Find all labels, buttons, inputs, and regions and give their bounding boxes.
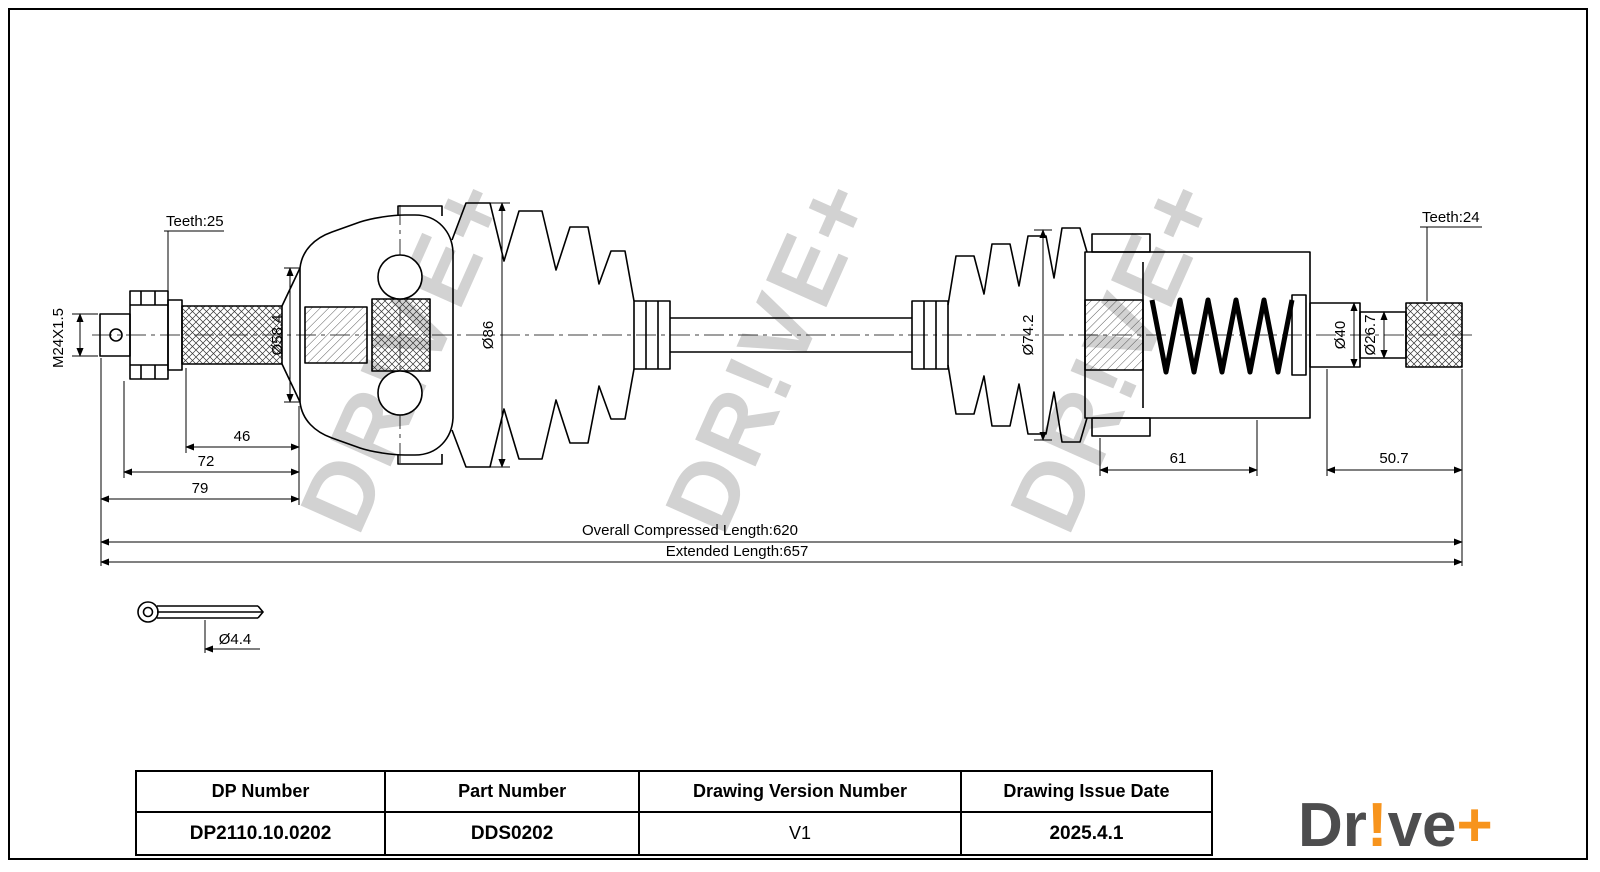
brand-logo-suffix: ve bbox=[1387, 791, 1457, 860]
title-block-header-issue-date: Drawing Issue Date bbox=[961, 772, 1211, 813]
brand-logo-exclamation: ! bbox=[1366, 791, 1388, 860]
title-block-value-dp-number: DP2110.10.0202 bbox=[137, 813, 387, 854]
label-len-46: 46 bbox=[234, 428, 251, 445]
label-teeth-left: Teeth:25 bbox=[166, 213, 224, 230]
title-block-value-issue-date: 2025.4.1 bbox=[1049, 822, 1124, 844]
label-len-79: 79 bbox=[192, 480, 209, 497]
label-len-61: 61 bbox=[1170, 450, 1187, 467]
label-dia-shoulder: Ø58.4 bbox=[269, 315, 286, 356]
technical-drawing: Teeth:25 Teeth:24 M24X1.5 Ø58.4 Ø86 Ø74.… bbox=[50, 202, 1482, 653]
label-dia-boot-right: Ø74.2 bbox=[1020, 315, 1037, 356]
title-block-value-part-number: DDS0202 bbox=[386, 813, 641, 854]
label-extended-length: Extended Length:657 bbox=[666, 543, 809, 560]
title-block-header-part-number: Part Number bbox=[386, 772, 641, 813]
brand-logo: Dr!ve+ bbox=[1298, 790, 1493, 861]
dimension-labels: Teeth:25 Teeth:24 M24X1.5 Ø58.4 Ø86 Ø74.… bbox=[50, 209, 1480, 648]
label-pin-dia: Ø4.4 bbox=[219, 631, 252, 648]
label-dia-spline: Ø26.7 bbox=[1362, 315, 1379, 356]
label-overall-length: Overall Compressed Length:620 bbox=[582, 522, 798, 539]
label-teeth-right: Teeth:24 bbox=[1422, 209, 1480, 226]
brand-logo-plus: + bbox=[1456, 791, 1493, 860]
title-block-header-version: Drawing Version Number bbox=[640, 772, 962, 813]
label-dia-boot-left: Ø86 bbox=[480, 321, 497, 349]
coil-spring bbox=[1149, 297, 1295, 375]
label-len-72: 72 bbox=[198, 453, 215, 470]
axle-outline bbox=[99, 202, 1463, 468]
cotter-pin bbox=[137, 601, 265, 623]
label-len-50-7: 50.7 bbox=[1379, 450, 1408, 467]
brand-logo-prefix: Dr bbox=[1298, 791, 1367, 860]
title-block: DP Number Part Number Drawing Version Nu… bbox=[135, 770, 1213, 856]
title-block-header-dp-number: DP Number bbox=[137, 772, 387, 813]
title-block-value-version: V1 bbox=[640, 813, 962, 854]
label-dia-shaft: Ø40 bbox=[1332, 321, 1349, 349]
label-thread: M24X1.5 bbox=[50, 308, 67, 368]
dimension-lines bbox=[72, 202, 1482, 653]
